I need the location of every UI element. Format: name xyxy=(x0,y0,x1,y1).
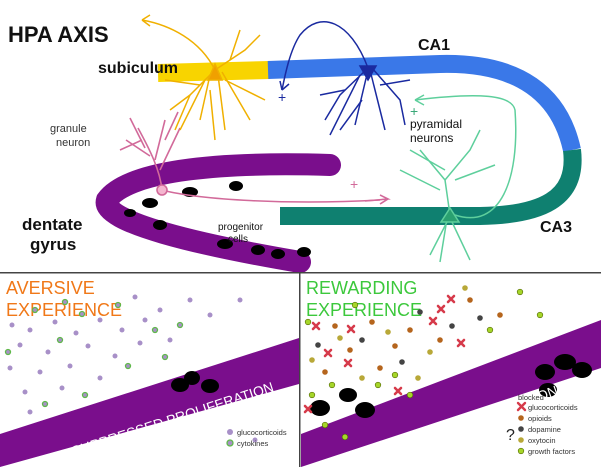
aversive-panel: AVERSIVE EXPERIENCE SUPPRESSED PROLIFERA… xyxy=(0,278,299,467)
legend-opioids-swatch xyxy=(518,415,524,421)
aversive-heading-2: EXPERIENCE xyxy=(6,300,122,320)
rewarding-cells xyxy=(310,354,592,418)
granule-plus-sign: + xyxy=(350,176,358,192)
legend-opioids-label: opioids xyxy=(528,414,552,423)
label-progenitor-1: progenitor xyxy=(218,222,264,233)
legend-growth-factors-swatch xyxy=(517,447,525,455)
granule-neuron xyxy=(119,111,381,203)
label-dentate: dentate xyxy=(22,215,82,234)
subiculum-neuron xyxy=(141,14,266,141)
vertical-divider xyxy=(299,272,301,467)
progenitor-cells xyxy=(124,181,311,259)
legend-blocked-label-2: glucocorticoids xyxy=(528,403,578,412)
label-subiculum: subiculum xyxy=(98,60,178,77)
legend-glucocorticoids-swatch xyxy=(227,429,233,435)
legend-blocked-label-1: blocked xyxy=(518,393,544,402)
legend-dopamine-label: dopamine xyxy=(528,425,561,434)
legend-oxytocin-swatch xyxy=(518,437,524,443)
rewarding-heading-1: REWARDING xyxy=(306,278,417,298)
aversive-proliferation-band xyxy=(0,338,299,467)
label-granule-2: neuron xyxy=(56,137,90,149)
legend-glucocorticoids-label: glucocorticoids xyxy=(237,428,287,437)
rewarding-heading-2: EXPERIENCE xyxy=(306,300,422,320)
aversive-heading-1: AVERSIVE xyxy=(6,278,95,298)
rewarding-molecules xyxy=(303,285,544,441)
ca1-plus-sign: + xyxy=(278,89,286,105)
legend-growth-factors-label: growth factors xyxy=(528,447,575,456)
label-ca1: CA1 xyxy=(418,37,450,54)
aversive-cells xyxy=(171,371,219,393)
hpa-axis-title: HPA AXIS xyxy=(8,22,109,47)
ca1-band xyxy=(267,54,581,153)
granule-arrow xyxy=(364,194,391,205)
legend-cytokines-label: cytokines xyxy=(237,439,269,448)
label-ca3: CA3 xyxy=(540,219,572,236)
legend-blocked-swatch xyxy=(516,401,527,412)
ca1-neuron xyxy=(279,21,411,136)
label-pyramidal-2: neurons xyxy=(410,131,453,145)
question-mark: ? xyxy=(506,427,515,444)
legend-oxytocin-label: oxytocin xyxy=(528,436,556,445)
legend-cytokines-swatch xyxy=(226,439,234,447)
rewarding-proliferation-band xyxy=(301,320,601,467)
rewarding-legend: blocked glucocorticoids opioids dopamine… xyxy=(506,393,578,456)
label-granule-1: granule xyxy=(50,123,87,135)
aversive-molecules xyxy=(4,294,258,443)
ca3-band xyxy=(280,148,582,225)
rewarding-panel: REWARDING EXPERIENCE ENHANCED PROLIFERAT… xyxy=(301,278,601,467)
legend-dopamine-swatch xyxy=(518,426,524,432)
aversive-legend: glucocorticoids cytokines xyxy=(226,428,287,448)
label-gyrus: gyrus xyxy=(30,235,76,254)
label-progenitor-2: cells xyxy=(228,234,248,245)
label-pyramidal-1: pyramidal xyxy=(410,117,462,131)
ca3-plus-sign: + xyxy=(410,103,418,119)
top-panel: HPA AXIS xyxy=(8,14,582,273)
ca3-neuron xyxy=(399,94,517,263)
dentate-gyrus-band xyxy=(95,153,341,273)
